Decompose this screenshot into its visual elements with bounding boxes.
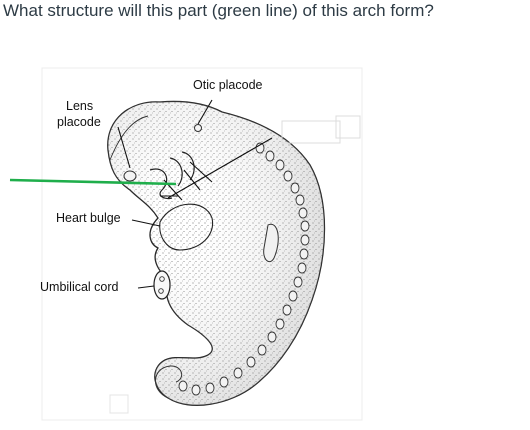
forebrain-contour (109, 115, 149, 161)
label-otic-placode: Otic placode (193, 78, 263, 92)
umbilical-cord-shape (153, 270, 171, 300)
leader-lines (117, 99, 273, 289)
heart-bulge-shape (159, 203, 214, 251)
answer-box-1 (281, 120, 341, 144)
label-lens: Lens (66, 99, 93, 113)
embryo-body (107, 100, 326, 406)
answer-box-3 (109, 394, 129, 414)
green-pointer-line (9, 178, 177, 186)
figure-frame (41, 67, 363, 421)
otic-placode-shape (194, 124, 202, 132)
answer-box-2 (335, 115, 361, 139)
tail-curl (155, 365, 183, 399)
label-heart-bulge: Heart bulge (56, 211, 121, 225)
pharyngeal-arches (149, 151, 195, 200)
question-text: What structure will this part (green lin… (3, 1, 434, 20)
label-placode: placode (57, 115, 101, 129)
lens-placode-shape (123, 170, 137, 182)
label-umbilical-cord: Umbilical cord (40, 280, 119, 294)
limb-bud (263, 223, 279, 263)
somites (178, 142, 310, 396)
